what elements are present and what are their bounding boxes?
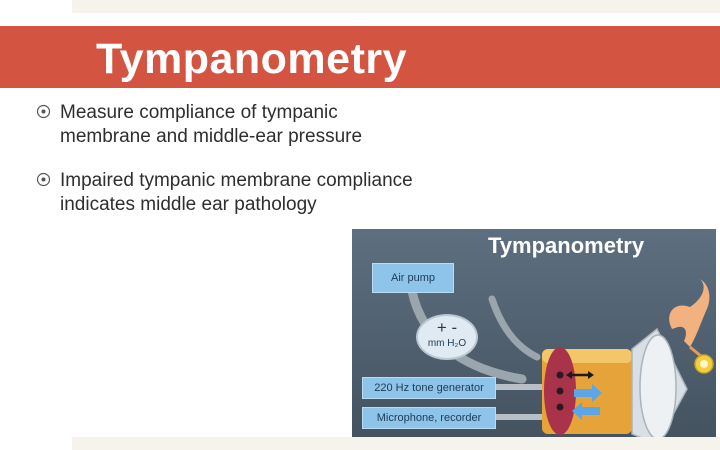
sound-arrow xyxy=(574,384,602,402)
gauge-unit: mm H₂O xyxy=(427,338,467,349)
slide-title: Tympanometry xyxy=(96,35,408,83)
air-tube xyxy=(488,295,541,361)
circled-dot-icon xyxy=(36,172,51,187)
sound-arrow xyxy=(572,402,600,420)
microphone-recorder-label: Microphone, recorder xyxy=(362,407,496,429)
tympanometry-illustration xyxy=(407,279,714,444)
probe-port xyxy=(556,371,564,379)
air-pump-label: Air pump xyxy=(372,263,454,293)
circled-dot-icon xyxy=(36,104,51,119)
ossicles xyxy=(669,279,710,347)
bullet-item: Impaired tympanic membrane compliance in… xyxy=(36,169,416,217)
pressure-gauge: + - mm H₂O xyxy=(416,314,478,360)
bullet-text: Measure compliance of tympanic membrane … xyxy=(60,102,363,147)
probe-port xyxy=(556,403,564,411)
bottom-decorative-stripe xyxy=(72,437,720,450)
tympanic-membrane xyxy=(639,334,677,440)
bullet-text: Impaired tympanic membrane compliance in… xyxy=(60,170,413,215)
probe-port xyxy=(556,387,564,395)
figure-title: Tympanometry xyxy=(488,233,645,258)
tympanometry-diagram: Tympanometry Air pump + - mm H₂O 220 Hz … xyxy=(352,229,716,444)
bullet-list: Measure compliance of tympanic membrane … xyxy=(36,101,416,237)
cable xyxy=(494,414,544,420)
cable xyxy=(494,384,544,390)
tone-generator-label: 220 Hz tone generator xyxy=(362,377,496,399)
bullet-item: Measure compliance of tympanic membrane … xyxy=(36,101,416,149)
gauge-signs: + - xyxy=(436,318,458,337)
title-bar xyxy=(0,26,720,88)
sound-arrow xyxy=(566,371,594,379)
top-decorative-stripe xyxy=(72,0,720,13)
